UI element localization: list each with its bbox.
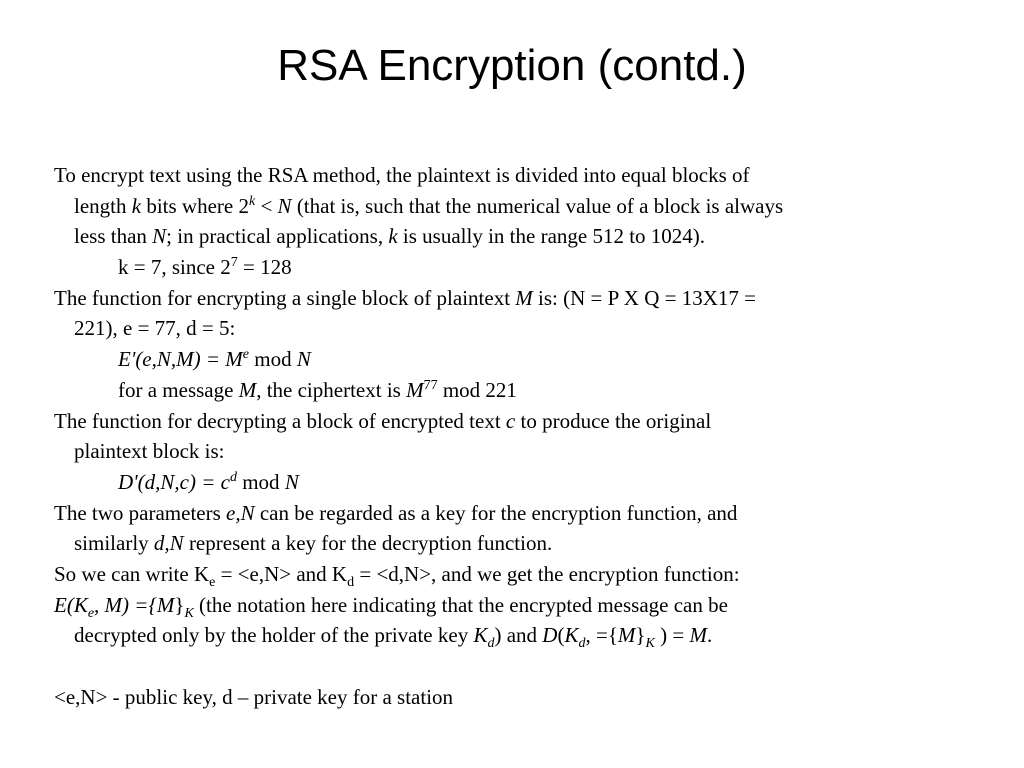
var-N: N [152, 224, 167, 249]
text: , ={ [585, 623, 618, 648]
text: <e,N> - public key, d – private key for … [54, 684, 454, 709]
p5-line-1: So we can write Ke = <e,N> and Kd = <d,N… [54, 559, 974, 590]
exponent: k [248, 193, 256, 209]
text: for a message [118, 377, 239, 402]
text: bits where 2 [141, 193, 249, 218]
p1-line-4: k = 7, since 27 = 128 [54, 252, 974, 283]
formula-enc-fn: , M) ={ [94, 592, 157, 617]
var-M: M [689, 623, 707, 648]
text: ) = [654, 623, 690, 648]
exponent: 7 [230, 255, 238, 271]
text: k = 7, since 2 [118, 255, 231, 280]
slide-body: To encrypt text using the RSA method, th… [54, 160, 974, 712]
p1-line-2: length k bits where 2k < N (that is, suc… [54, 191, 974, 222]
var-dN: d,N [153, 531, 184, 556]
slide-title: RSA Encryption (contd.) [277, 41, 747, 90]
p2-line-3: E'(e,N,M) = Me mod N [54, 344, 974, 375]
text: ) and [494, 623, 543, 648]
var-M: M [617, 623, 636, 648]
formula-encrypt: E'(e,N,M) = M [118, 347, 243, 372]
text: = <e,N> and K [215, 561, 348, 586]
text: } [635, 623, 646, 648]
var-eN: e,N [226, 500, 255, 525]
text: ; in practical applications, [166, 224, 389, 249]
text: less than [74, 224, 153, 249]
text: The function for encrypting a single blo… [54, 285, 516, 310]
text: is usually in the range 512 to 1024). [397, 224, 706, 249]
text: < [255, 193, 278, 218]
p2-line-4: for a message M, the ciphertext is M77 m… [54, 375, 974, 406]
text: mod [236, 469, 285, 494]
text: (the notation here indicating that the e… [193, 592, 728, 617]
p4-line-2: similarly d,N represent a key for the de… [54, 528, 974, 559]
var-M: M [406, 377, 424, 402]
var-N: N [284, 469, 299, 494]
var-N: N [296, 347, 311, 372]
subscript: d [347, 574, 355, 590]
text: . [706, 623, 713, 648]
subscript: e [87, 605, 95, 621]
text: = <d,N>, and we get the encryption funct… [354, 561, 740, 586]
text: (that is, such that the numerical value … [291, 193, 784, 218]
exponent: 77 [423, 377, 438, 393]
p4-line-1: The two parameters e,N can be regarded a… [54, 498, 974, 529]
subscript: d [578, 636, 586, 652]
p6-line-2: decrypted only by the holder of the priv… [54, 620, 974, 651]
var-N: N [277, 193, 292, 218]
var-K: K [473, 623, 488, 648]
p3-line-2: plaintext block is: [54, 436, 974, 467]
var-D: D [542, 623, 558, 648]
formula-decrypt: D'(d,N,c) = c [118, 469, 230, 494]
var-M: M [238, 377, 257, 402]
p6-line-1: E(Ke, M) ={M}K (the notation here indica… [54, 590, 974, 621]
text: can be regarded as a key for the encrypt… [254, 500, 738, 525]
text: To encrypt text using the RSA method, th… [54, 163, 750, 187]
p1-line-3: less than N; in practical applications, … [54, 221, 974, 252]
text: } [174, 592, 185, 617]
text: The function for decrypting a block of e… [54, 408, 506, 433]
text: So we can write K [54, 561, 210, 586]
text: 221), e = 77, d = 5: [74, 316, 236, 341]
text: similarly [74, 531, 154, 556]
text: mod [249, 347, 297, 372]
blank-line [54, 651, 974, 682]
subscript: K [645, 636, 655, 652]
text: represent a key for the decryption funct… [183, 531, 553, 556]
var-M: M [515, 285, 533, 310]
var-k: k [131, 193, 142, 218]
text: decrypted only by the holder of the priv… [74, 623, 474, 648]
text: = 128 [237, 255, 292, 280]
p1-line-1: To encrypt text using the RSA method, th… [54, 160, 974, 191]
text: plaintext block is: [74, 439, 225, 464]
p3-line-3: D'(d,N,c) = cd mod N [54, 467, 974, 498]
p7-line-1: <e,N> - public key, d – private key for … [54, 682, 974, 713]
exponent: d [229, 469, 237, 485]
p3-line-1: The function for decrypting a block of e… [54, 406, 974, 437]
text: length [74, 193, 132, 218]
formula-enc-fn: E(K [54, 592, 88, 617]
var-K: K [564, 623, 579, 648]
subscript: e [209, 574, 216, 590]
text: , the ciphertext is [256, 377, 407, 402]
p2-line-1: The function for encrypting a single blo… [54, 283, 974, 314]
text: is: (N = P X Q = 13X17 = [532, 285, 756, 310]
subscript: K [184, 605, 194, 621]
p2-line-2: 221), e = 77, d = 5: [54, 313, 974, 344]
var-k: k [388, 224, 398, 249]
var-M: M [156, 592, 175, 617]
text: ( [557, 623, 565, 648]
exponent: e [242, 347, 250, 363]
text: to produce the original [515, 408, 712, 433]
text: The two parameters [54, 500, 227, 525]
text: mod 221 [437, 377, 517, 402]
subscript: d [487, 636, 495, 652]
var-c: c [505, 408, 516, 433]
